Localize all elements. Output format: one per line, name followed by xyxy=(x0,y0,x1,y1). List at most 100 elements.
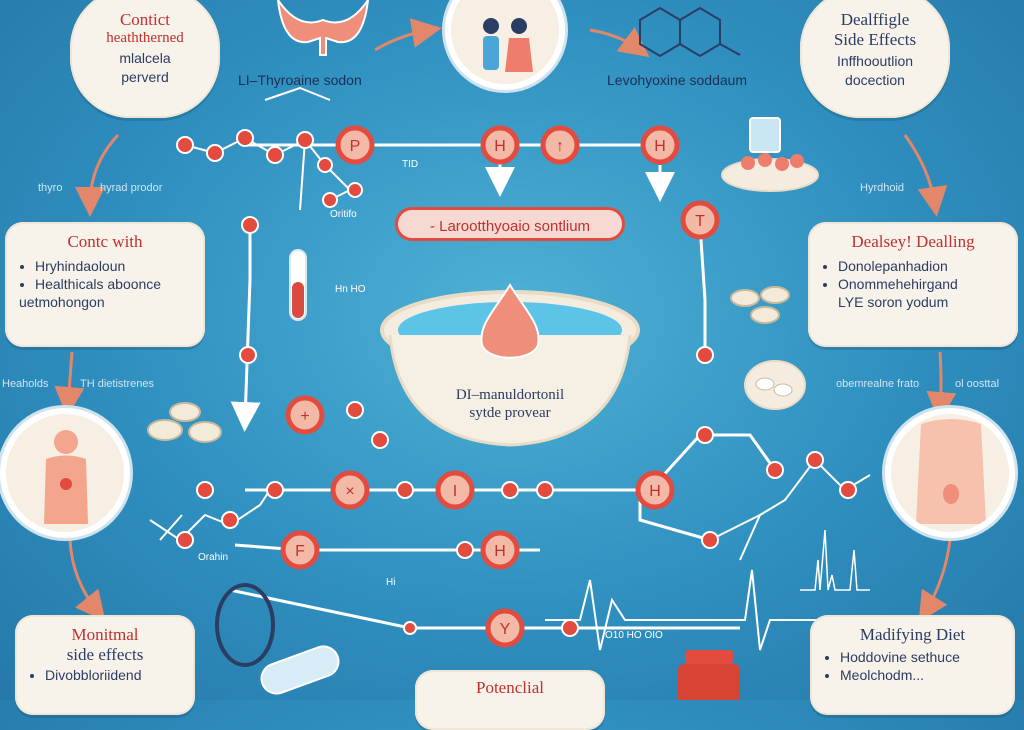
card-modifying-diet: Madifying Diet Hoddovine sethuce Meolcho… xyxy=(810,615,1015,715)
list-item: Healthicals aboonce xyxy=(35,276,191,292)
arrow-br-down xyxy=(918,539,952,623)
drug-name-pill: - Larootthyoaio sontlium xyxy=(395,207,625,241)
card-dealing-side-effects: Dealffigle Side Effects Inffhooutlion do… xyxy=(800,0,950,118)
svg-text:Hn HO: Hn HO xyxy=(335,284,366,295)
bowl-label: DI–manuldortonil sytde provear xyxy=(410,386,610,422)
node-n3: ↑ xyxy=(540,125,580,165)
svg-text:O10 HO OIO: O10 HO OIO xyxy=(605,630,663,641)
arrow-bl-down xyxy=(68,539,106,622)
svg-text:I: I xyxy=(453,483,457,500)
flow-network: P H ↑ H T + × I H F H Y TID Hn HO Oritif… xyxy=(54,6,957,700)
card-potential: Potenclial xyxy=(415,670,605,730)
card-title: Contc with xyxy=(67,232,143,251)
card-title: Dealffigle xyxy=(840,10,910,29)
side-label: thyro xyxy=(38,182,63,194)
card-monitor-side-effects: Monitmal side effects Divobbloriidend xyxy=(15,615,195,715)
body-circle-left xyxy=(0,408,130,538)
right-vertical-connector xyxy=(698,224,707,355)
side-label: obemrealne frato xyxy=(836,378,920,390)
arrow-top-left xyxy=(374,18,442,52)
torso-icon xyxy=(916,419,986,524)
svg-text:Orahin: Orahin xyxy=(198,552,228,563)
svg-text:T: T xyxy=(695,213,705,230)
body-circle-right xyxy=(885,408,1015,538)
test-tube-icon xyxy=(289,249,307,321)
node-n6: + xyxy=(285,395,325,435)
side-label: Hyrdhoid xyxy=(860,182,905,194)
card-title: Dealsey! Dealling xyxy=(851,232,975,251)
left-vertical-connector xyxy=(230,220,261,432)
node-n10: F xyxy=(280,530,320,570)
card-title: Madifying Diet xyxy=(859,625,966,644)
svg-text:×: × xyxy=(345,483,354,500)
card-consult-healthcare: Contict heaththerned mlalcela perverd xyxy=(70,0,220,118)
ecg-line xyxy=(545,569,860,651)
svg-text:H: H xyxy=(654,138,666,155)
side-label: ol oosttal xyxy=(955,378,1000,390)
svg-text:P: P xyxy=(350,138,361,155)
card-line: heaththerned xyxy=(106,30,184,46)
molecule-bottom-left xyxy=(149,489,271,542)
medicine-bottle-icon xyxy=(678,650,740,700)
spectrum-peaks xyxy=(800,529,870,591)
bowl-label-line: sytde provear xyxy=(469,405,551,421)
svg-text:↑: ↑ xyxy=(556,138,564,155)
drug-label-right: Levohyoxine soddaum xyxy=(607,72,748,88)
card-title: Contict xyxy=(119,10,171,29)
card-contact-with: Contc with Hryhindaoloun Healthicals abo… xyxy=(5,222,205,347)
svg-text:F: F xyxy=(295,543,305,560)
node-n7: × xyxy=(330,470,370,510)
card-subtitle: Side Effects xyxy=(833,30,917,49)
arrow-tl-down xyxy=(75,133,120,217)
list-item: uetmohongon xyxy=(19,294,105,310)
people-icon xyxy=(483,18,533,72)
card-list: Hoddovine sethuce Meolchodm... xyxy=(824,649,1001,683)
card-line: docection xyxy=(845,72,905,88)
list-item: Divobbloriidend xyxy=(45,667,181,683)
svg-text:Y: Y xyxy=(500,621,511,638)
formula-labels: TID Hn HO Oritifo O10 HO OIO Orahin Hi xyxy=(198,159,663,641)
bottom-connector xyxy=(229,588,740,630)
card-list: Hryhindaoloun Healthicals aboonce uetmoh… xyxy=(19,258,191,310)
list-item: Hryhindaoloun xyxy=(35,258,191,274)
arrow-mr-down xyxy=(926,351,957,422)
stethoscope-icon xyxy=(215,583,275,667)
lettered-nodes: P H ↑ H T + × I H F H Y xyxy=(280,125,720,648)
svg-text:H: H xyxy=(494,138,506,155)
patient-circle xyxy=(445,0,565,90)
capsule-bowl-icon xyxy=(744,360,806,410)
right-branch xyxy=(648,433,777,492)
water-bowl xyxy=(380,283,640,447)
card-line: Inffhooutlion xyxy=(836,53,914,69)
infographic: P H ↑ H T + × I H F H Y TID Hn HO Oritif… xyxy=(0,0,1024,700)
chem-structure-top xyxy=(639,6,741,58)
molecule-right xyxy=(709,458,871,561)
svg-text:Oritifo: Oritifo xyxy=(330,209,357,220)
node-n4: H xyxy=(640,125,680,165)
card-title: Monitmal xyxy=(71,625,139,644)
list-item: Hoddovine sethuce xyxy=(840,649,1001,665)
card-line: perverd xyxy=(121,69,169,85)
svg-text:TID: TID xyxy=(402,159,418,170)
svg-text:H: H xyxy=(494,543,506,560)
list-item: LYE soron yodum xyxy=(838,294,949,310)
svg-text:+: + xyxy=(300,408,309,425)
arrow-ml-down xyxy=(54,351,85,417)
cycle-arrows xyxy=(54,18,957,623)
node-n9: H xyxy=(635,470,675,510)
card-list: Divobbloriidend xyxy=(29,667,181,683)
bowl-label-line: DI–manuldortonil xyxy=(455,387,565,403)
capsule-icon xyxy=(260,645,340,695)
arrow-top-right xyxy=(589,27,650,58)
svg-text:H: H xyxy=(649,483,661,500)
node-n12: Y xyxy=(485,608,525,648)
thyroid-drop xyxy=(480,283,540,359)
drug-label-left: LI–Thyroaine sodon xyxy=(238,72,362,88)
svg-text:Hi: Hi xyxy=(386,577,395,588)
thyroid-icon xyxy=(277,0,369,56)
pills-left xyxy=(147,402,222,443)
list-item: Onommehehirgand xyxy=(838,276,1004,292)
card-list: Donolepanhadion Onommehehirgand LYE soro… xyxy=(822,258,1004,310)
node-n8: I xyxy=(435,470,475,510)
list-item: Donolepanhadion xyxy=(838,258,1004,274)
